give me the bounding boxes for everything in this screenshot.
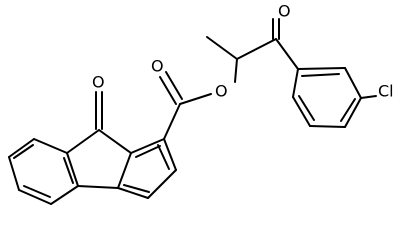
chlorine-label: Cl <box>378 82 394 101</box>
ester-oxygen-label: O <box>215 82 228 101</box>
side-ketone-oxygen-label: O <box>278 2 291 21</box>
ester-carbonyl-oxygen-label: O <box>151 57 164 76</box>
bond-lines <box>8 18 377 205</box>
molecule-structure: O O O O Cl <box>8 2 394 205</box>
fluorenone-ketone-oxygen-label: O <box>92 73 105 92</box>
